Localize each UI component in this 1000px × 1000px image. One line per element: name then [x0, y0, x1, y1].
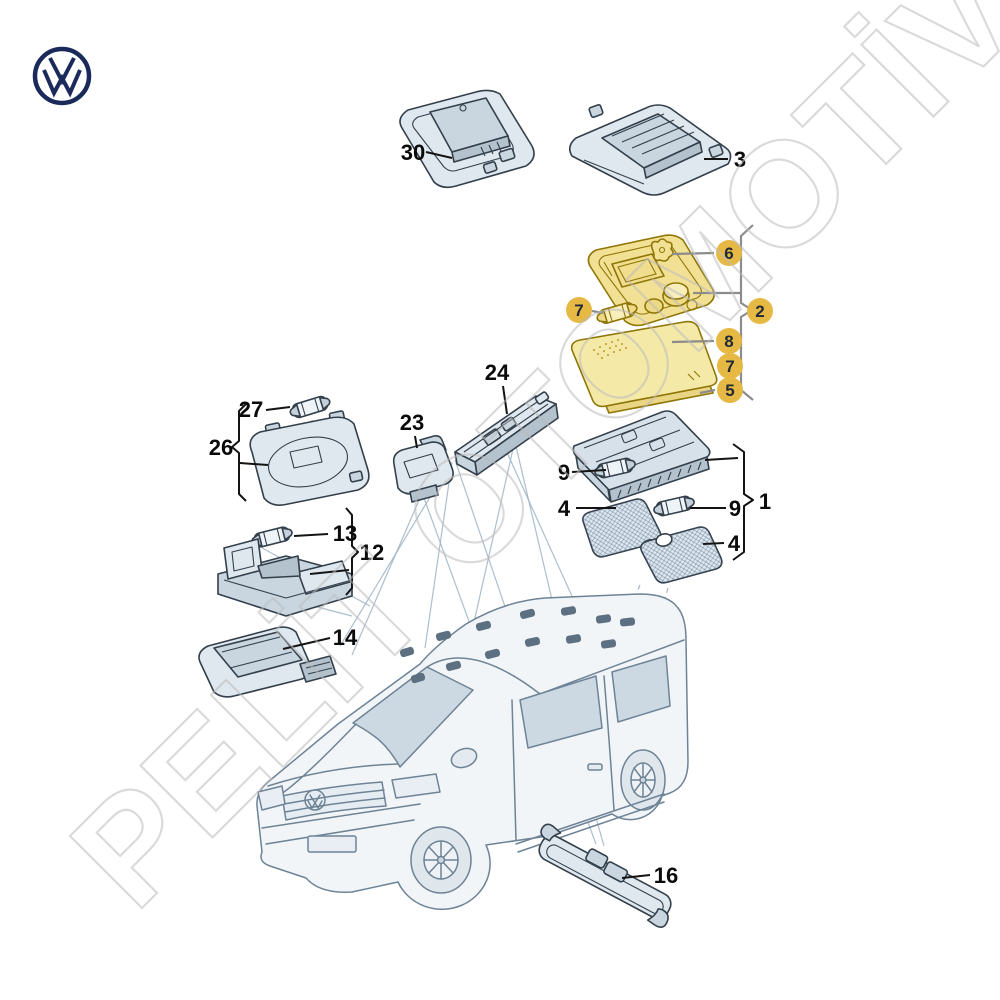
svg-text:5: 5 [725, 381, 734, 400]
van-rear-wheel [620, 749, 666, 811]
van-headlight-right [391, 773, 441, 799]
svg-text:7: 7 [725, 357, 734, 376]
bracket-part-12 [345, 507, 359, 596]
callout-badge-2: 2 [747, 298, 773, 324]
van-front-wheel [410, 826, 472, 894]
part-16-entry-sill-light [538, 823, 672, 928]
part-6-clip [650, 238, 674, 262]
part-27-festoon-bulb [289, 395, 331, 419]
part-26-lamp-housing [249, 410, 370, 506]
callout-badge-8: 8 [716, 328, 742, 354]
callout-badges: 6 2 7 8 7 5 [566, 240, 773, 403]
callout-16: 16 [654, 863, 678, 888]
van-side-window-1 [519, 675, 603, 749]
van-headlight-left [257, 785, 286, 811]
callout-23: 23 [400, 410, 424, 435]
van-side-window-2 [611, 655, 671, 723]
part-7-festoon-bulb-highlighted [596, 301, 638, 325]
callout-4a: 4 [558, 496, 571, 521]
part-14-lamp-with-connector [198, 626, 337, 698]
callout-24: 24 [485, 360, 510, 385]
part-24-light-strip [454, 391, 559, 476]
bracket-part-26 [231, 403, 247, 502]
svg-text:7: 7 [574, 301, 583, 320]
van-mirror [450, 747, 478, 769]
part-4-lens-b [640, 526, 723, 584]
van-windshield [352, 666, 474, 768]
callout-badge-7a: 7 [566, 297, 592, 323]
van-vw-badge [304, 789, 326, 811]
part-9-festoon-bulb-b [653, 495, 695, 517]
vw-logo [32, 46, 92, 106]
callout-12: 12 [360, 540, 384, 565]
van-roof-mount-points [399, 606, 636, 684]
callout-3: 3 [734, 147, 746, 172]
callout-4b: 4 [728, 531, 741, 556]
callout-9a: 9 [558, 460, 570, 485]
part-12-lamp-bracket [217, 538, 353, 617]
svg-text:6: 6 [724, 244, 733, 263]
callout-badge-7b: 7 [717, 353, 743, 379]
callout-9b: 9 [729, 496, 741, 521]
part-3-light-housing [568, 104, 732, 196]
lens-stipple-texture [592, 338, 628, 360]
part-23-switch-unit [392, 435, 454, 503]
callout-13: 13 [333, 521, 357, 546]
van-illustration [256, 593, 689, 911]
part-30-reading-light [399, 89, 535, 189]
bracket-part-1 [732, 443, 754, 561]
part-9-festoon-bulb-a [594, 457, 636, 479]
callout-27: 27 [239, 397, 263, 422]
callout-1: 1 [759, 489, 771, 514]
callout-leaders [231, 151, 754, 879]
van-license-plate [307, 835, 357, 853]
part-2-highlighted-lamp-unit [587, 234, 715, 327]
svg-text:2: 2 [755, 302, 764, 321]
van-door-handle [587, 763, 603, 771]
svg-text:8: 8 [724, 332, 733, 351]
callout-26: 26 [209, 435, 233, 460]
callout-30: 30 [401, 140, 425, 165]
callout-badge-6: 6 [716, 240, 742, 266]
callout-14: 14 [333, 625, 358, 650]
callout-labels: 30 3 24 23 27 26 13 12 14 16 9 4 9 4 1 [209, 140, 771, 888]
callout-badge-5: 5 [717, 377, 743, 403]
